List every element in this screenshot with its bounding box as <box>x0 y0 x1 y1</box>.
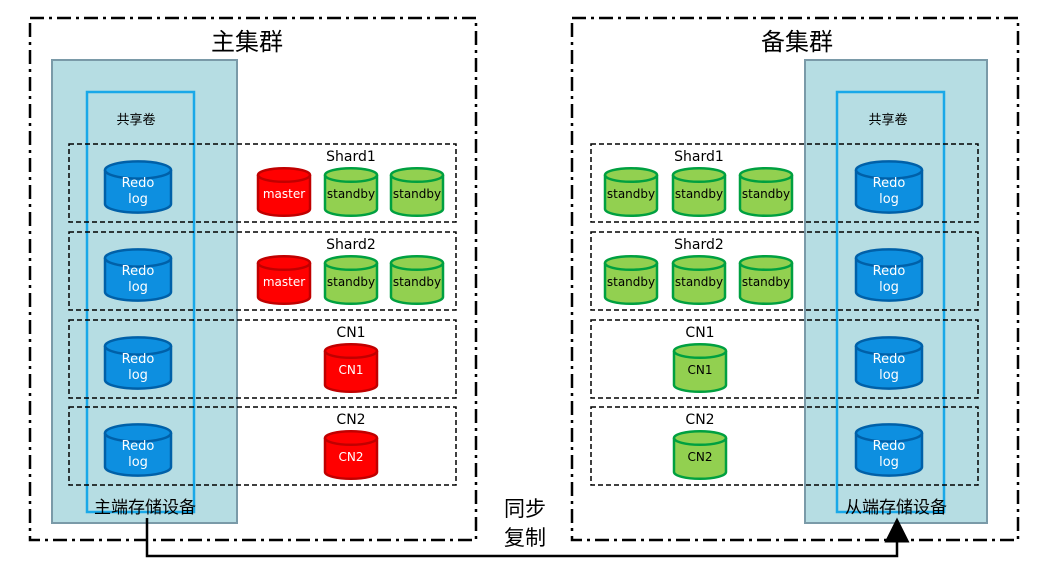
primary-redo-log-4-label: log <box>128 455 148 470</box>
primary-group-1-node-1: master <box>256 166 312 218</box>
standby-redo-log-2-label: log <box>879 280 899 295</box>
standby-volume-label: 共享卷 <box>868 112 907 128</box>
standby-redo-log-3-label: Redo <box>873 352 906 367</box>
primary-group-3-node-1: CN1 <box>323 342 379 394</box>
standby-cluster-title: 备集群 <box>761 28 833 56</box>
standby-shared-volume <box>835 90 946 514</box>
replication-label-line1: 同步 <box>504 497 546 521</box>
replication-label-bg <box>496 490 552 552</box>
standby-group-2-node-2: standby <box>671 254 727 306</box>
primary-group-2-border <box>68 231 457 311</box>
standby-storage-label: 从端存储设备 <box>845 498 947 518</box>
standby-group-4-label: CN2 <box>685 412 714 428</box>
primary-group-3-node-1-label: CN1 <box>339 363 364 377</box>
primary-group-4-node-1: CN2 <box>323 429 379 481</box>
primary-group-1-node-3: standby <box>389 166 445 218</box>
standby-group-2-node-2-label: standby <box>675 275 723 289</box>
primary-group-3-label: CN1 <box>336 325 365 341</box>
standby-group-1-node-1-label: standby <box>607 187 655 201</box>
standby-redo-log-4-label: log <box>879 455 899 470</box>
standby-group-3-node-1-label: CN1 <box>688 363 713 377</box>
primary-group-2-label: Shard2 <box>326 237 376 253</box>
primary-group-3-border <box>68 319 457 399</box>
standby-group-3-label: CN1 <box>685 325 714 341</box>
standby-redo-log-1-label: Redo <box>873 176 906 191</box>
standby-redo-log-2-label: Redo <box>873 264 906 279</box>
primary-redo-log-1-label: log <box>128 192 148 207</box>
primary-group-1-node-2-label: standby <box>327 187 375 201</box>
standby-redo-log-3-label: log <box>879 368 899 383</box>
primary-group-1-border <box>68 143 457 223</box>
primary-cluster-border <box>28 16 478 542</box>
standby-group-1-node-2: standby <box>671 166 727 218</box>
standby-group-4-node-1-label: CN2 <box>688 450 713 464</box>
standby-redo-log-4-label: Redo <box>873 439 906 454</box>
primary-cluster-title: 主集群 <box>211 28 283 56</box>
primary-group-2-node-3: standby <box>389 254 445 306</box>
primary-redo-log-1-label: Redo <box>122 176 155 191</box>
primary-group-2-node-2: standby <box>323 254 379 306</box>
standby-cluster-border <box>570 16 1020 542</box>
primary-group-2-node-3-label: standby <box>393 275 441 289</box>
standby-group-2-node-1: standby <box>603 254 659 306</box>
primary-redo-log-4-label: Redo <box>122 439 155 454</box>
standby-group-2-node-3-label: standby <box>742 275 790 289</box>
primary-group-2-node-2-label: standby <box>327 275 375 289</box>
standby-redo-log-1-label: log <box>879 192 899 207</box>
primary-group-4-label: CN2 <box>336 412 365 428</box>
primary-redo-log-3-label: Redo <box>122 352 155 367</box>
standby-group-2-node-1-label: standby <box>607 275 655 289</box>
primary-group-1-label: Shard1 <box>326 149 376 165</box>
standby-group-4-border <box>590 406 979 486</box>
primary-group-1-node-2: standby <box>323 166 379 218</box>
primary-group-2-node-1-label: master <box>263 275 305 289</box>
standby-group-1-node-3-label: standby <box>742 187 790 201</box>
primary-group-1-node-3-label: standby <box>393 187 441 201</box>
standby-group-3-border <box>590 319 979 399</box>
primary-volume-label: 共享卷 <box>116 112 155 128</box>
primary-redo-log-2-label: log <box>128 280 148 295</box>
primary-group-4-node-1-label: CN2 <box>339 450 364 464</box>
standby-group-1-border <box>590 143 979 223</box>
standby-group-4-node-1: CN2 <box>672 429 728 481</box>
replication-label-line2: 复制 <box>504 526 546 550</box>
standby-group-1-node-2-label: standby <box>675 187 723 201</box>
standby-group-1-label: Shard1 <box>674 149 724 165</box>
primary-group-4-border <box>68 406 457 486</box>
primary-redo-log-2-label: Redo <box>122 264 155 279</box>
primary-redo-log-3-label: log <box>128 368 148 383</box>
standby-group-1-node-1: standby <box>603 166 659 218</box>
primary-shared-volume <box>85 90 196 514</box>
standby-group-2-label: Shard2 <box>674 237 724 253</box>
standby-group-2-node-3: standby <box>738 254 794 306</box>
primary-storage-label: 主端存储设备 <box>94 498 196 518</box>
standby-group-2-border <box>590 231 979 311</box>
primary-group-1-node-1-label: master <box>263 187 305 201</box>
primary-group-2-node-1: master <box>256 254 312 306</box>
standby-group-3-node-1: CN1 <box>672 342 728 394</box>
replication-arrow <box>145 517 910 558</box>
standby-group-1-node-3: standby <box>738 166 794 218</box>
